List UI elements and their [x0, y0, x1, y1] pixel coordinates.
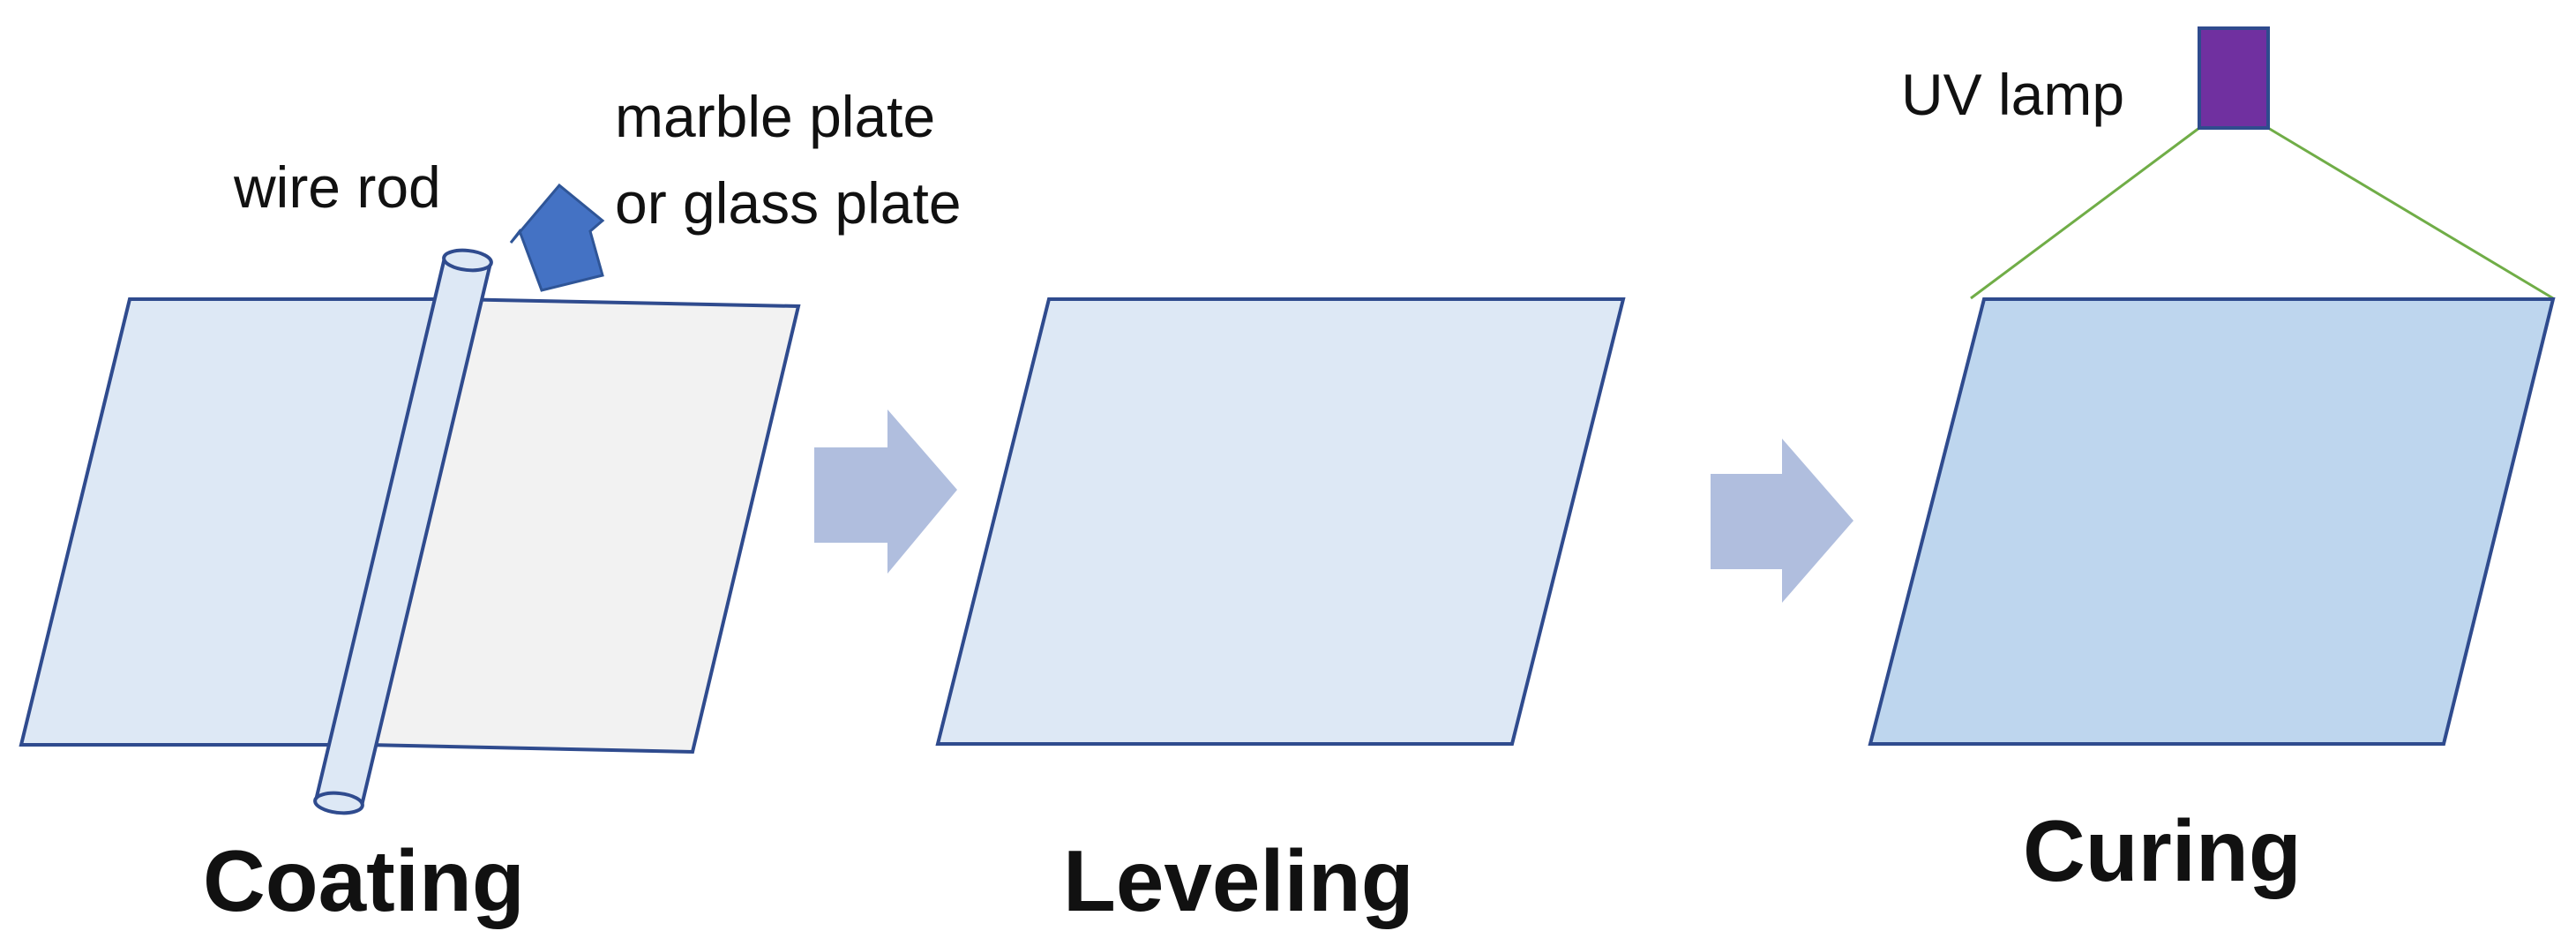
uv-light-line-right	[2267, 126, 2554, 300]
plate-pointer-arrow	[509, 183, 605, 292]
uv-lamp-label: UV lamp	[1901, 62, 2124, 127]
leveling-stage: Leveling	[935, 297, 1626, 929]
wire-rod-top-end	[442, 248, 493, 273]
coating-stage-label: Coating	[203, 832, 525, 929]
uv-lamp-icon	[2198, 26, 2270, 130]
plate-label-line1: marble plate	[615, 84, 935, 149]
process-arrow-2	[1711, 439, 1853, 603]
wire-rod	[313, 248, 493, 815]
leveling-stage-label: Leveling	[1063, 832, 1414, 929]
wire-rod-bottom-end	[313, 791, 364, 815]
uv-light-line-left	[1970, 126, 2200, 300]
plate-label-line2: or glass plate	[615, 170, 962, 236]
leveling-plate	[935, 297, 1626, 746]
curing-plate	[1868, 297, 2556, 746]
curing-stage: UV lamp Curing	[1868, 26, 2556, 899]
curing-stage-label: Curing	[2023, 802, 2302, 899]
coating-stage: wire rod marble plate or glass plate Coa…	[19, 84, 962, 929]
process-arrow-1	[814, 409, 957, 574]
wire-rod-label: wire rod	[233, 154, 441, 220]
